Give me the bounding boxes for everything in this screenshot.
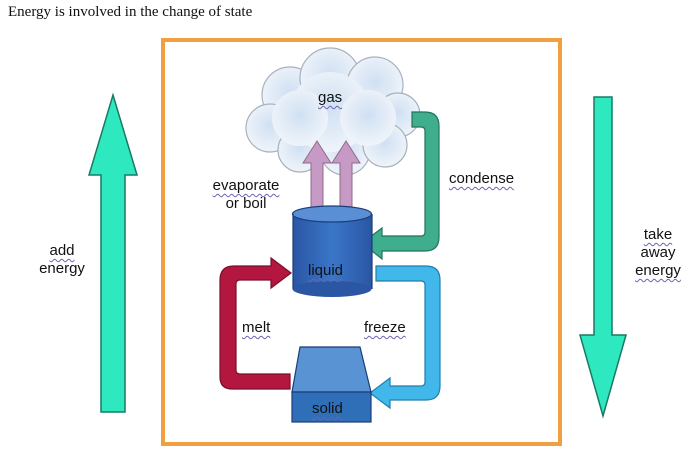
- energy-right-text: energy: [635, 262, 681, 279]
- gas-label: gas: [318, 89, 343, 106]
- add-text: add: [49, 242, 75, 259]
- add-energy-label: add energy: [28, 242, 96, 278]
- freeze-label: freeze: [364, 319, 406, 336]
- liquid-label: liquid: [308, 262, 344, 279]
- solid-label: solid: [312, 400, 343, 417]
- liquid-container: [291, 205, 373, 297]
- energy-left-text: energy: [39, 260, 85, 277]
- solid-block: [291, 346, 372, 423]
- evaporate-text: evaporate: [212, 177, 280, 194]
- diagram-caption: Energy is involved in the change of stat…: [8, 4, 253, 20]
- evaporate-label: evaporate or boil: [196, 177, 296, 213]
- take-away-energy-arrow: [579, 96, 627, 419]
- away-text: away: [640, 244, 676, 261]
- melt-label: melt: [242, 319, 271, 336]
- condense-label: condense: [449, 170, 515, 187]
- melt-arrow: [219, 256, 292, 390]
- freeze-arrow: [369, 265, 441, 410]
- take-away-energy-label: take away energy: [622, 226, 694, 280]
- add-energy-arrow: [87, 92, 139, 413]
- diagram-frame: [161, 38, 562, 446]
- or-boil-text: or boil: [225, 195, 267, 212]
- take-text: take: [643, 226, 673, 243]
